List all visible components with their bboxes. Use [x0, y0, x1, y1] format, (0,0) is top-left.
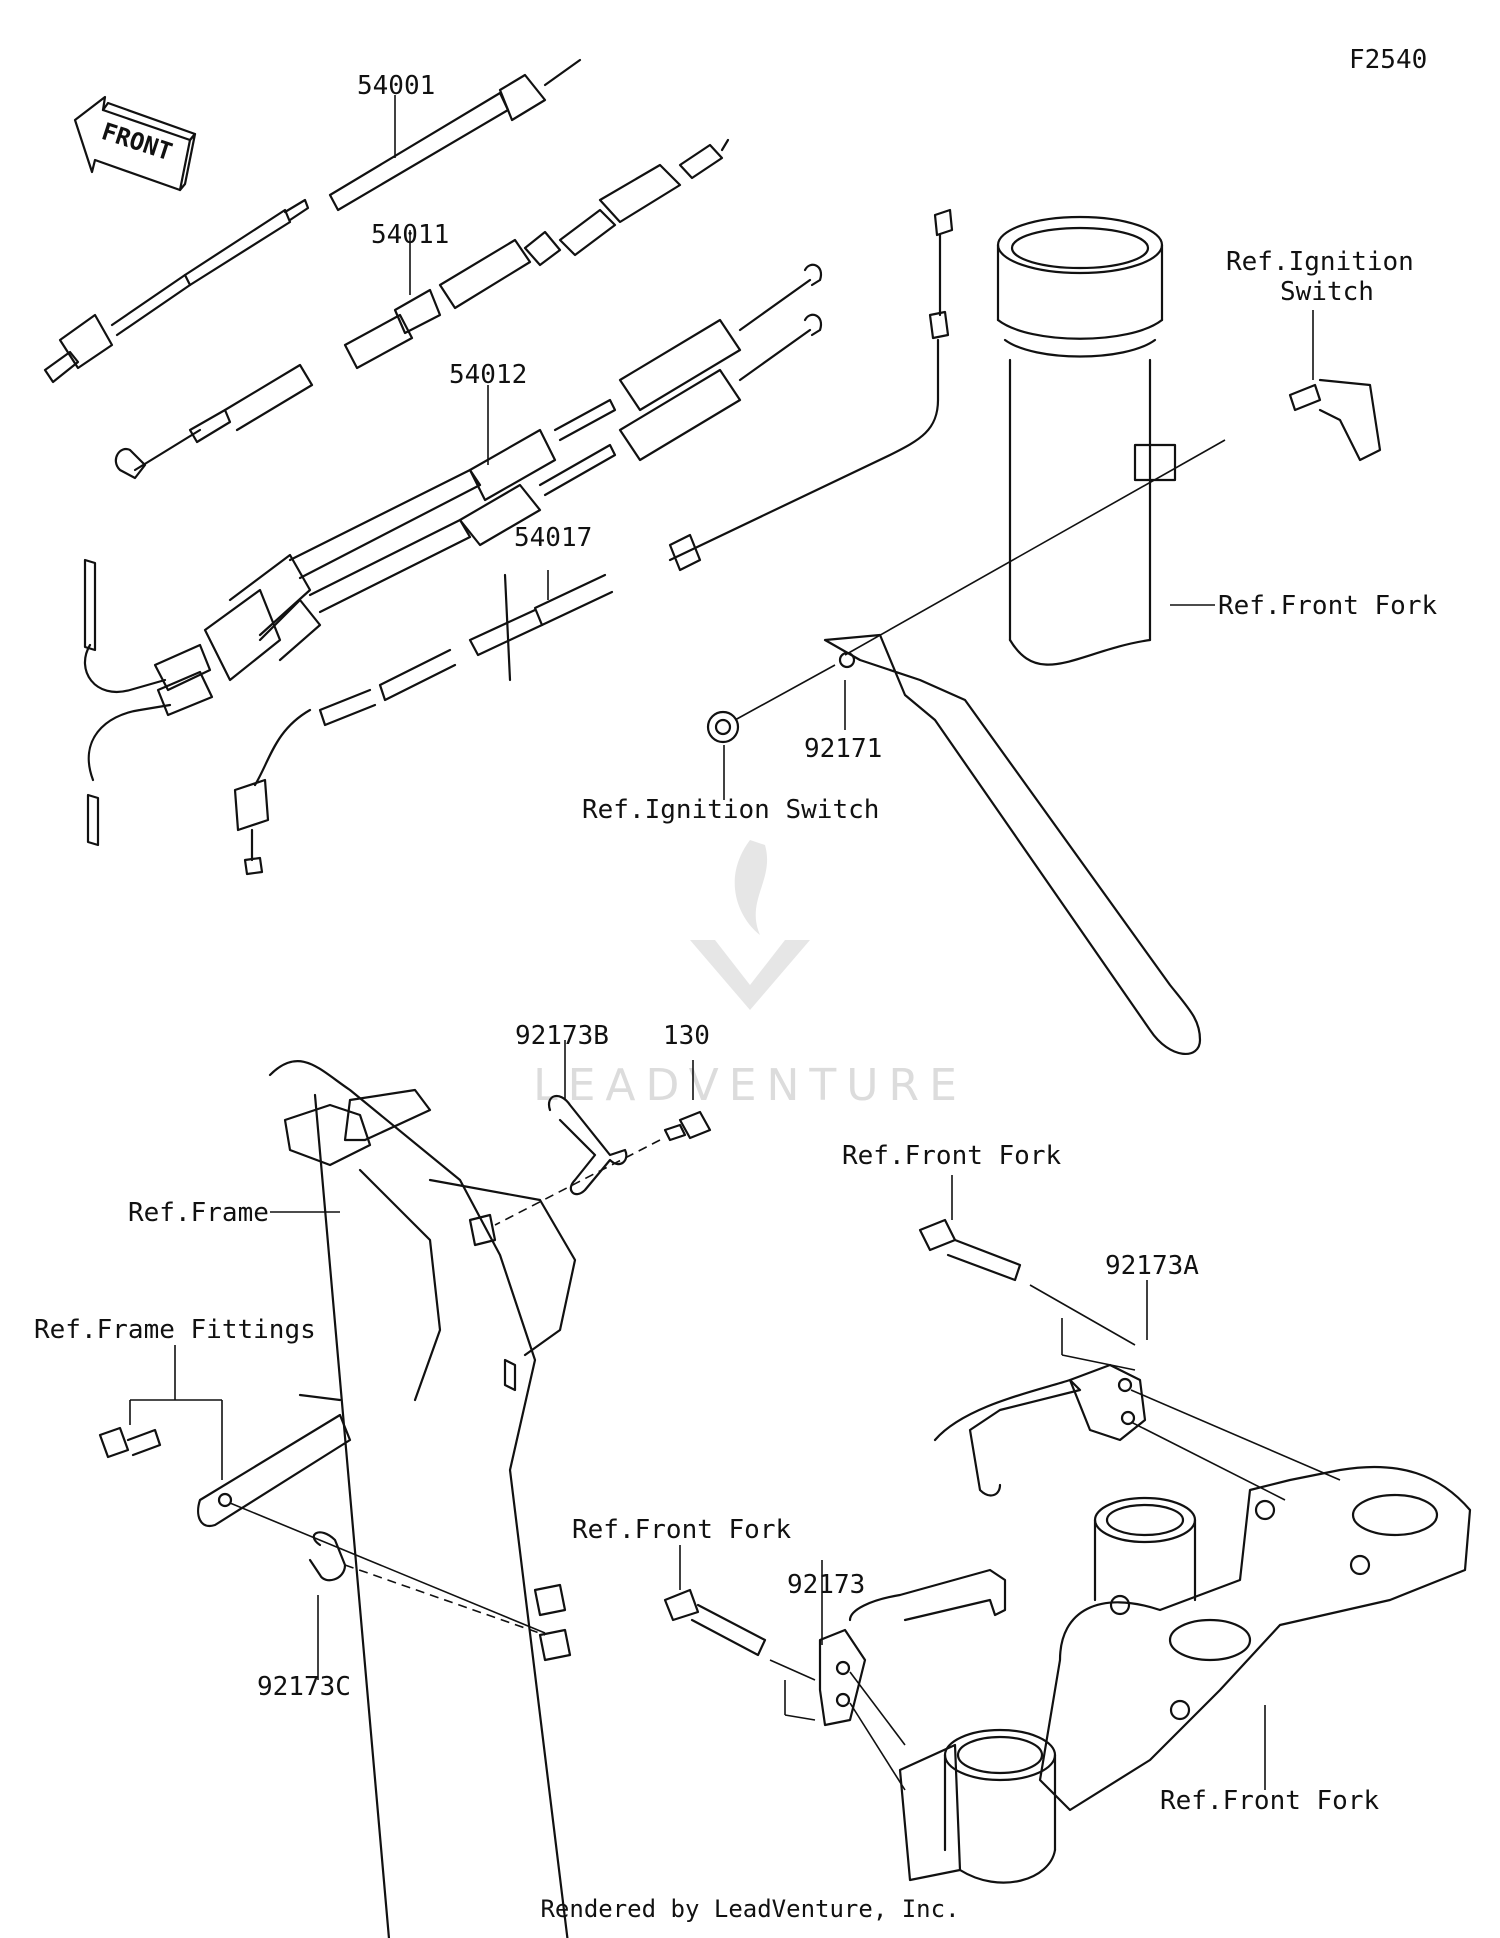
diagram-code: F2540 [1349, 45, 1427, 75]
watermark-text: LEADVENTURE [533, 1060, 967, 1111]
label-54001: 54001 [357, 71, 435, 101]
label-130: 130 [663, 1021, 710, 1051]
nut [706, 664, 836, 744]
bracket-92171 [823, 439, 1226, 1055]
label-ref-frame-fittings: Ref.Frame Fittings [34, 1315, 316, 1345]
cable-54012 [83, 263, 823, 847]
clamp-92173 [818, 1560, 1007, 1791]
cable-54001 [43, 58, 582, 384]
label-ref-front-fork-4: Ref.Front Fork [1160, 1786, 1379, 1816]
label-ref-front-fork-2: Ref.Front Fork [842, 1141, 1061, 1171]
ignition-switch-bracket [1288, 310, 1382, 462]
watermark-logo: LEADVENTURE [533, 840, 967, 1111]
label-ref-ignition-switch-top-1: Ref.Ignition [1226, 247, 1414, 277]
cable-54017 [233, 208, 954, 876]
label-ref-front-fork-3: Ref.Front Fork [572, 1515, 791, 1545]
front-arrow-label: FRONT [98, 117, 175, 166]
label-54012: 54012 [449, 360, 527, 390]
footer-credit: Rendered by LeadVenture, Inc. [540, 1895, 960, 1923]
label-92173: 92173 [787, 1570, 865, 1600]
steering-bracket [898, 1465, 1472, 1884]
frame-mount-box [468, 1213, 497, 1247]
label-92173B: 92173B [515, 1021, 609, 1051]
label-ref-frame: Ref.Frame [128, 1198, 269, 1228]
bolt-top-right [918, 1175, 1136, 1371]
clamp-92173B [547, 1040, 628, 1196]
frame-fittings [98, 1345, 546, 1680]
frame [268, 1060, 577, 1938]
front-arrow-icon: FRONT [73, 95, 197, 192]
label-92171: 92171 [804, 734, 882, 764]
label-92173C: 92173C [257, 1672, 351, 1702]
clamp-92173A [933, 1280, 1341, 1501]
label-92173A: 92173A [1105, 1251, 1199, 1281]
label-54017: 54017 [514, 523, 592, 553]
front-fork-tube [996, 215, 1177, 666]
label-54011: 54011 [371, 220, 449, 250]
bolt-130 [494, 1060, 712, 1226]
label-ref-front-fork-1: Ref.Front Fork [1218, 591, 1437, 621]
bolt-lower [663, 1545, 816, 1721]
cable-54011 [114, 138, 730, 480]
label-ref-ignition-switch: Ref.Ignition Switch [582, 795, 879, 825]
label-ref-ignition-switch-top-2: Switch [1280, 277, 1374, 307]
